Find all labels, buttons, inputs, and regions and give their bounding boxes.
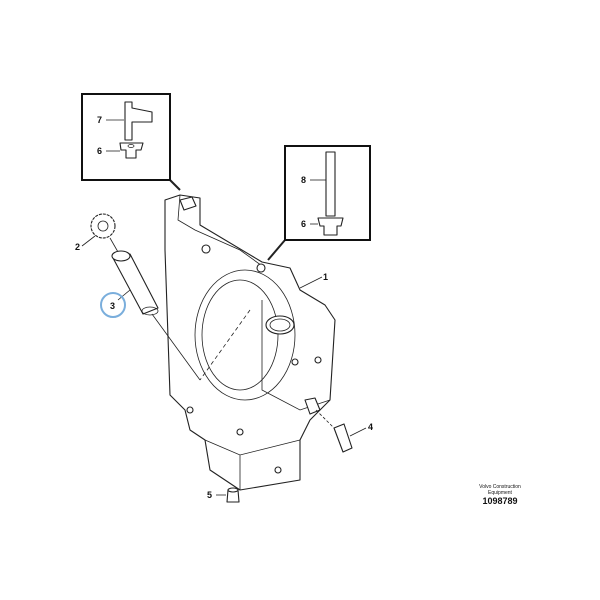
brand-line-2: Equipment bbox=[488, 490, 512, 496]
callout-8[interactable]: 8 bbox=[301, 175, 306, 185]
callout-3[interactable]: 3 bbox=[110, 301, 115, 311]
drawing-number: 1098789 bbox=[482, 496, 518, 506]
detail-box-fitting bbox=[81, 93, 181, 191]
callout-5[interactable]: 5 bbox=[207, 490, 212, 500]
brand-line-1: Volvo Construction bbox=[479, 484, 521, 490]
callout-7[interactable]: 7 bbox=[97, 115, 102, 125]
leader-lines bbox=[81, 119, 367, 496]
callout-1[interactable]: 1 bbox=[323, 272, 328, 282]
filter-element[interactable] bbox=[111, 250, 201, 381]
detail-box-pipe bbox=[267, 145, 371, 261]
filter-cap[interactable] bbox=[90, 213, 119, 253]
callout-6[interactable]: 6 bbox=[97, 146, 102, 156]
callout-2[interactable]: 2 bbox=[75, 242, 80, 252]
drain-plug[interactable] bbox=[226, 487, 240, 503]
callout-4[interactable]: 4 bbox=[368, 422, 373, 432]
callout-6[interactable]: 6 bbox=[301, 219, 306, 229]
hydraulic-tank[interactable] bbox=[164, 194, 336, 491]
highlight-circle[interactable] bbox=[100, 292, 126, 318]
sensor[interactable] bbox=[304, 397, 353, 453]
brand-name: Volvo Construction Equipment bbox=[460, 484, 540, 496]
